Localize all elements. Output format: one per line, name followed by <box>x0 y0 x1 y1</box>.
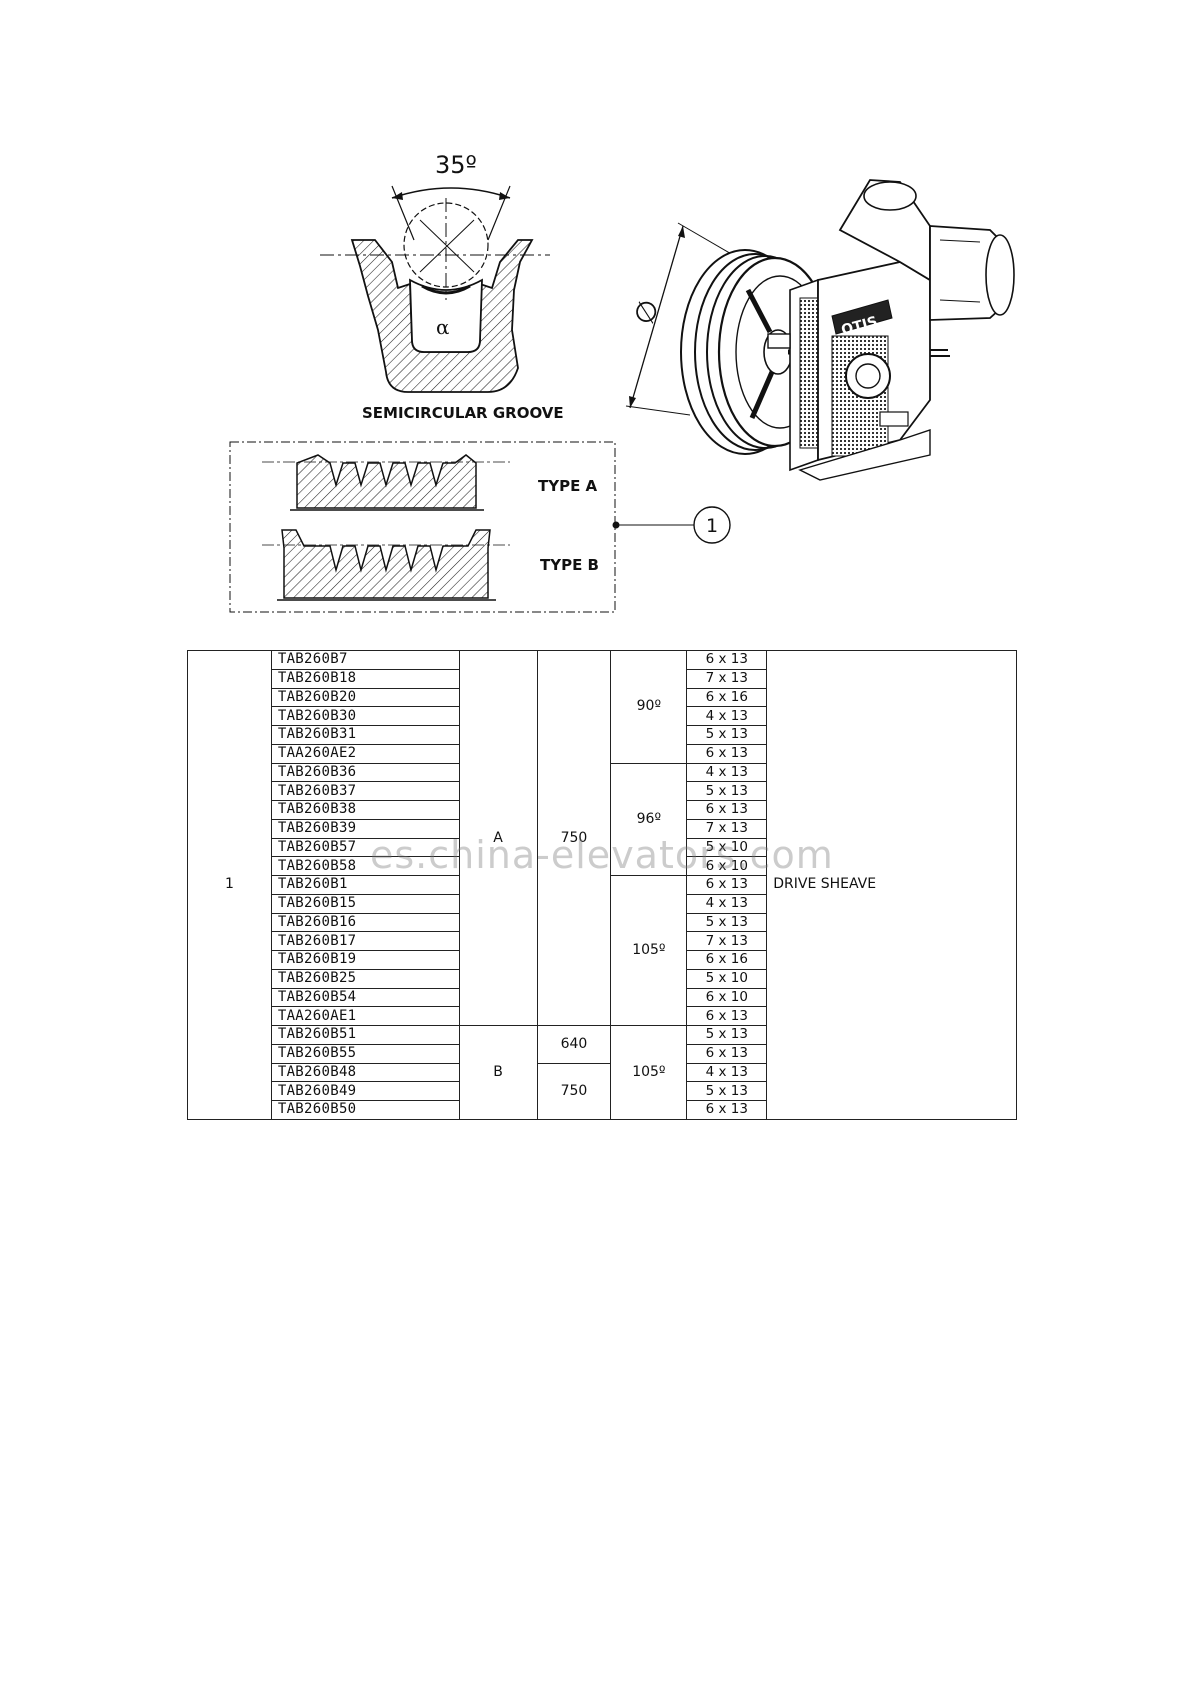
part-code-cell: TAB260B30 <box>270 706 460 726</box>
part-code-cell: TAB260B39 <box>270 818 460 839</box>
part-code-cell: TAB260B51 <box>270 1025 460 1045</box>
part-code-cell: TAB260B31 <box>270 725 460 745</box>
rope-size-cell: 6 x 13 <box>686 650 768 670</box>
rope-size-cell: 7 x 13 <box>686 668 768 689</box>
part-code-cell: TAB260B1 <box>270 875 460 895</box>
rope-size-cell: 6 x 16 <box>686 687 768 708</box>
alpha-label: α <box>436 315 450 339</box>
type-a-profile <box>262 454 510 511</box>
part-code-cell: TAB260B36 <box>270 762 460 783</box>
rope-size-cell: 5 x 13 <box>686 1081 768 1101</box>
rope-size-cell: 6 x 13 <box>686 1100 768 1120</box>
diameter-symbol: ∅ <box>627 295 666 328</box>
type-b-label: TYPE B <box>540 556 599 574</box>
rope-size-cell: 4 x 13 <box>686 762 768 783</box>
description-cell: DRIVE SHEAVE <box>766 650 1017 1120</box>
diameter-cell: 750 <box>536 1062 612 1120</box>
part-code-cell: TAB260B50 <box>270 1100 460 1120</box>
type-cell: A <box>458 650 538 1026</box>
table-row: TAB260B48 750 4 x 13 <box>188 1062 1017 1120</box>
rope-size-cell: 5 x 13 <box>686 781 768 801</box>
part-code-cell: TAB260B49 <box>270 1081 460 1101</box>
part-code-cell: TAB260B38 <box>270 800 460 820</box>
table-row: TAB260B30 4 x 13 <box>188 706 1017 726</box>
table-row: TAB260B50 6 x 13 <box>188 1100 1017 1120</box>
table-row: TAB260B39 7 x 13 <box>188 818 1017 839</box>
part-code-cell: TAB260B19 <box>270 950 460 970</box>
rope-size-cell: 7 x 13 <box>686 818 768 839</box>
rope-size-cell: 5 x 10 <box>686 837 768 858</box>
part-code-cell: TAB260B37 <box>270 781 460 801</box>
part-code-cell: TAB260B58 <box>270 856 460 876</box>
angle-cell: 96º <box>610 762 688 876</box>
rope-size-cell: 5 x 13 <box>686 1025 768 1045</box>
part-code-cell: TAB260B15 <box>270 893 460 914</box>
type-cell: B <box>458 1025 538 1120</box>
technical-drawing: 35º α SEMICIRCULAR GROOVE TYPE A TYPE B … <box>229 151 1015 613</box>
groove-caption: SEMICIRCULAR GROOVE <box>362 404 564 422</box>
part-code-cell: TAB260B25 <box>270 968 460 989</box>
angle-cell: 90º <box>610 650 688 764</box>
part-code-cell: TAB260B57 <box>270 837 460 858</box>
part-code-cell: TAB260B7 <box>270 650 460 670</box>
traction-machine-illustration: ∅ OTIS <box>625 179 1015 481</box>
item-number-cell: 1 <box>187 650 272 1120</box>
rope-size-cell: 7 x 13 <box>686 931 768 951</box>
table-row: TAB260B38 6 x 13 <box>188 800 1017 820</box>
type-b-profile <box>262 529 510 601</box>
table-row: TAB260B18 7 x 13 <box>188 668 1017 689</box>
part-code-cell: TAB260B20 <box>270 687 460 708</box>
table-row: TAB260B57 5 x 10 <box>188 837 1017 858</box>
rope-size-cell: 5 x 13 <box>686 725 768 745</box>
groove-section-drawing: 35º α SEMICIRCULAR GROOVE <box>320 151 564 422</box>
rope-size-cell: 6 x 13 <box>686 875 768 895</box>
rope-size-cell: 6 x 13 <box>686 800 768 820</box>
angle-cell: 105º <box>610 1025 688 1120</box>
angle-label: 35º <box>435 151 477 179</box>
rope-size-cell: 6 x 10 <box>686 856 768 876</box>
table-row: TAB260B55 6 x 13 <box>188 1043 1017 1064</box>
rope-size-cell: 4 x 13 <box>686 1062 768 1083</box>
part-code-cell: TAB260B55 <box>270 1043 460 1064</box>
part-code-cell: TAB260B54 <box>270 987 460 1008</box>
rope-size-cell: 5 x 10 <box>686 968 768 989</box>
part-code-cell: TAB260B17 <box>270 931 460 951</box>
rope-size-cell: 6 x 10 <box>686 987 768 1008</box>
callout-number: 1 <box>706 515 718 537</box>
diameter-cell: 750 <box>536 650 612 1026</box>
part-code-cell: TAA260AE2 <box>270 743 460 764</box>
rope-size-cell: 5 x 13 <box>686 912 768 933</box>
rope-size-cell: 6 x 13 <box>686 743 768 764</box>
rope-size-cell: 6 x 13 <box>686 1006 768 1026</box>
table-row: TAB260B20 6 x 16 <box>188 687 1017 708</box>
sheave-types-box: TYPE A TYPE B 1 <box>229 441 731 613</box>
type-a-label: TYPE A <box>538 477 598 495</box>
rope-size-cell: 4 x 13 <box>686 893 768 914</box>
table-row: TAA260AE2 6 x 13 <box>188 743 1017 764</box>
rope-size-cell: 6 x 13 <box>686 1043 768 1064</box>
part-code-cell: TAB260B48 <box>270 1062 460 1083</box>
part-code-cell: TAB260B18 <box>270 668 460 689</box>
table-row: TAA260AE1 6 x 13 <box>188 1006 1017 1026</box>
diameter-cell: 640 <box>536 1025 612 1064</box>
part-code-cell: TAB260B16 <box>270 912 460 933</box>
table-row: TAB260B17 7 x 13 <box>188 931 1017 951</box>
rope-size-cell: 6 x 16 <box>686 950 768 970</box>
table-row: TAB260B37 5 x 13 <box>188 781 1017 801</box>
table-row: TAB260B19 6 x 16 <box>188 950 1017 970</box>
rope-size-cell: 4 x 13 <box>686 706 768 726</box>
part-code-cell: TAA260AE1 <box>270 1006 460 1026</box>
angle-cell: 105º <box>610 875 688 1026</box>
